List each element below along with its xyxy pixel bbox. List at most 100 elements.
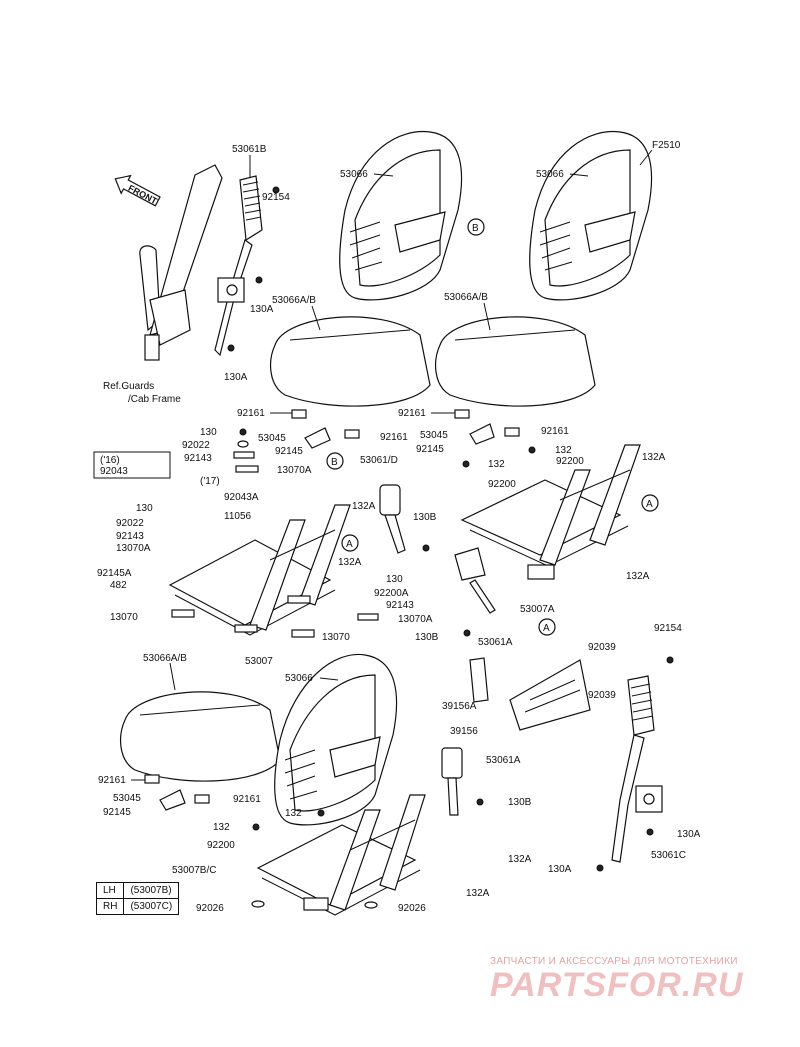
label-130b-c: 130B: [508, 797, 532, 808]
seat-back-top-middle: [339, 130, 463, 301]
label-13070a-c: 13070A: [398, 614, 433, 625]
label-39156a: 39156A: [442, 701, 477, 712]
figure-code: F2510: [652, 140, 681, 151]
label-132-b: 132: [488, 459, 505, 470]
callout-a-1: A: [646, 499, 653, 510]
year-17: ('17): [200, 476, 220, 487]
label-130-b: 130: [136, 503, 153, 514]
seatbelt-buckle-lower: [441, 747, 484, 816]
year-16: ('16): [100, 455, 120, 466]
label-130b-b: 130B: [415, 632, 439, 643]
label-92022-b: 92022: [116, 518, 144, 529]
label-13070-a: 13070: [110, 612, 138, 623]
callout-b-circle: [467, 218, 485, 236]
front-arrow: FRONT: [114, 174, 161, 207]
label-92154-top: 92154: [262, 192, 290, 203]
legend-part: (53007B): [123, 882, 180, 899]
seat-cushion-lower: [120, 691, 281, 804]
label-53061d: 53061/D: [360, 455, 398, 466]
label-92026-b: 92026: [398, 903, 426, 914]
label-13070a-b: 13070A: [116, 543, 151, 554]
label-92161-e: 92161: [98, 775, 126, 786]
label-92161-a: 92161: [237, 408, 265, 419]
seat-frame-mid-right: [460, 444, 641, 580]
seatbelt-buckle-mid: [379, 484, 430, 554]
label-130-c: 130: [386, 574, 403, 585]
label-53066-low: 53066: [285, 673, 313, 684]
label-130b-a: 130B: [413, 512, 437, 523]
legend-row-lh: LH (53007B): [95, 882, 180, 899]
label-53061a-a: 53061A: [478, 637, 513, 648]
seat-back-lower: [274, 653, 398, 826]
seat-cushion-mid-right: [435, 316, 596, 437]
legend-side: LH: [95, 882, 125, 899]
label-92145-b: 92145: [416, 444, 444, 455]
label-92200-b: 92200: [488, 479, 516, 490]
label-130a-r1: 130A: [677, 829, 701, 840]
label-53066-top-mid: 53066: [340, 169, 368, 180]
label-132a-d: 132A: [338, 557, 362, 568]
label-13070-b: 13070: [322, 632, 350, 643]
seat-back-top-right: [529, 130, 653, 301]
label-92039-b: 92039: [588, 690, 616, 701]
label-92039-a: 92039: [588, 642, 616, 653]
label-13070a-a: 13070A: [277, 465, 312, 476]
label-92200a: 92200A: [374, 588, 409, 599]
label-92161-d: 92161: [541, 426, 569, 437]
seat-frame-mid-left: [168, 504, 351, 638]
label-92043: 92043: [100, 466, 128, 477]
label-92026-a: 92026: [196, 903, 224, 914]
label-11056: 11056: [224, 511, 252, 522]
label-53061c: 53061C: [651, 850, 686, 861]
label-53066ab-low: 53066A/B: [143, 653, 187, 664]
label-92145-c: 92145: [103, 807, 131, 818]
label-132a-c: 132A: [352, 501, 376, 512]
label-53045-a: 53045: [258, 433, 286, 444]
front-label: FRONT: [127, 183, 160, 207]
label-53066-top-right: 53066: [536, 169, 564, 180]
label-92161-f: 92161: [233, 794, 261, 805]
watermark-logo: PARTSFOR.RU: [490, 966, 744, 1004]
legend-part: (53007C): [123, 898, 180, 915]
label-92161-b: 92161: [380, 432, 408, 443]
label-53045-b: 53045: [420, 430, 448, 441]
legend-row-rh: RH (53007C): [95, 898, 180, 915]
label-53066ab-mid1: 53066A/B: [272, 295, 316, 306]
label-39156: 39156: [450, 726, 478, 737]
label-53007: 53007: [245, 656, 273, 667]
callout-b-2: B: [331, 457, 338, 468]
seatbelt-buckle-53061a: [454, 547, 496, 637]
callout-a-2: A: [346, 539, 353, 550]
callout-a-3: A: [543, 623, 550, 634]
label-132a-a: 132A: [642, 452, 666, 463]
label-92161-c: 92161: [398, 408, 426, 419]
legend-side: RH: [95, 898, 125, 915]
label-92200-a: 92200: [556, 456, 584, 467]
label-130-a: 130: [200, 427, 217, 438]
callout-b-1: B: [472, 223, 479, 234]
label-130a-r2: 130A: [548, 864, 572, 875]
ref-note-line2: /Cab Frame: [128, 394, 181, 405]
label-53007bc: 53007B/C: [172, 865, 216, 876]
label-130a-top1: 130A: [250, 304, 274, 315]
storage-plate-39156: [469, 657, 591, 731]
label-482: 482: [110, 580, 127, 591]
label-53061a-b: 53061A: [486, 755, 521, 766]
label-132a-f: 132A: [466, 888, 490, 899]
label-92145a: 92145A: [97, 568, 132, 579]
label-92143-b: 92143: [116, 531, 144, 542]
label-53045-c: 53045: [113, 793, 141, 804]
label-132-d: 132: [213, 822, 230, 833]
label-92143-c: 92143: [386, 600, 414, 611]
label-92200-c: 92200: [207, 840, 235, 851]
label-132-a: 132: [555, 445, 572, 456]
label-92154-right: 92154: [654, 623, 682, 634]
label-92145-a: 92145: [275, 446, 303, 457]
ref-note-line1: Ref.Guards: [103, 381, 154, 392]
label-130a-top2: 130A: [224, 372, 248, 383]
seatbelt-assembly-right: [596, 656, 674, 872]
label-92143-a: 92143: [184, 453, 212, 464]
watermark-subtitle: ЗАПЧАСТИ И АКСЕССУАРЫ ДЛЯ МОТОТЕХНИКИ: [490, 956, 738, 967]
lh-rh-legend: LH (53007B) RH (53007C): [95, 882, 180, 915]
